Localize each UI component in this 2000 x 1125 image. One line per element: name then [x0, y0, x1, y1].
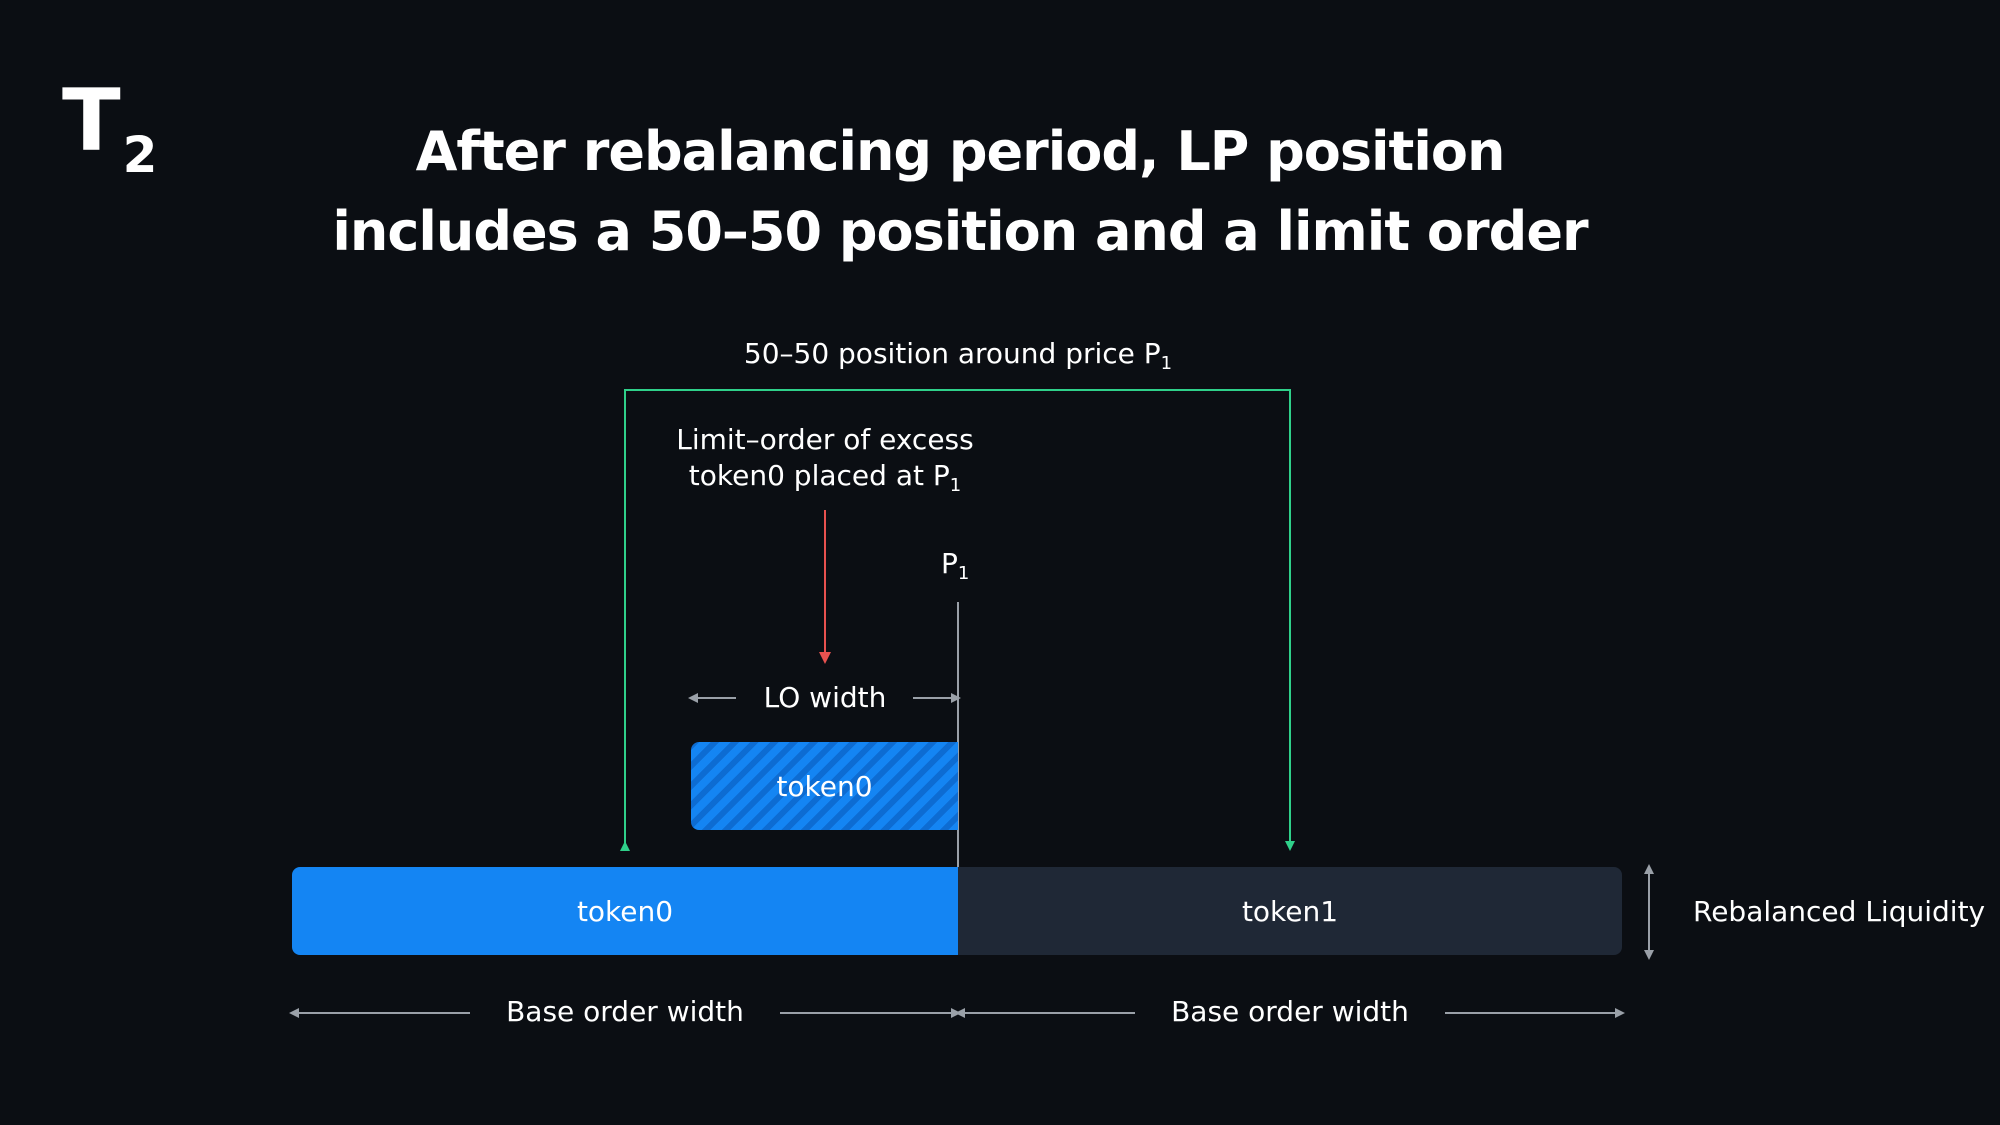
- position-bracket: [620, 389, 1295, 851]
- limit-order-line-1: Limit–order of excess: [676, 423, 974, 456]
- step-subscript: 2: [122, 126, 158, 184]
- limit-order-box-label: token0: [776, 769, 873, 803]
- title-line-1: After rebalancing period, LP position: [415, 120, 1506, 183]
- base-order-token1-label: token1: [1241, 894, 1339, 928]
- price-label-text: P: [941, 547, 958, 580]
- price-label: P1: [941, 546, 969, 592]
- bracket-line: [620, 389, 1295, 851]
- limit-order-line-2-sub: 1: [949, 475, 962, 496]
- step-label: T2: [62, 78, 157, 180]
- slide-title: After rebalancing period, LP position in…: [300, 112, 1620, 272]
- limit-order-line-2-text: token0 placed at P: [688, 459, 950, 492]
- step-letter: T: [62, 71, 121, 171]
- position-label-sub: 1: [1160, 353, 1173, 374]
- base-order-token0-label: token0: [576, 894, 674, 928]
- limit-order-box: token0: [691, 742, 958, 830]
- position-label-text: 50–50 position around price P: [743, 337, 1161, 370]
- base-order-token1: token1: [958, 867, 1622, 955]
- base-width-right-label: Base order width: [1171, 995, 1409, 1028]
- price-label-sub: 1: [957, 563, 970, 584]
- limit-order-label: Limit–order of excess token0 placed at P…: [630, 422, 1020, 504]
- lo-width-label: LO width: [763, 681, 887, 714]
- position-label: 50–50 position around price P1: [700, 336, 1216, 382]
- limit-order-line-2: token0 placed at P1: [630, 458, 1020, 504]
- title-line-2: includes a 50–50 position and a limit or…: [332, 200, 1588, 263]
- rebalanced-liquidity-label: Rebalanced Liquidity: [1693, 895, 1986, 928]
- base-width-left-label: Base order width: [506, 995, 744, 1028]
- base-order-token0: token0: [292, 867, 958, 955]
